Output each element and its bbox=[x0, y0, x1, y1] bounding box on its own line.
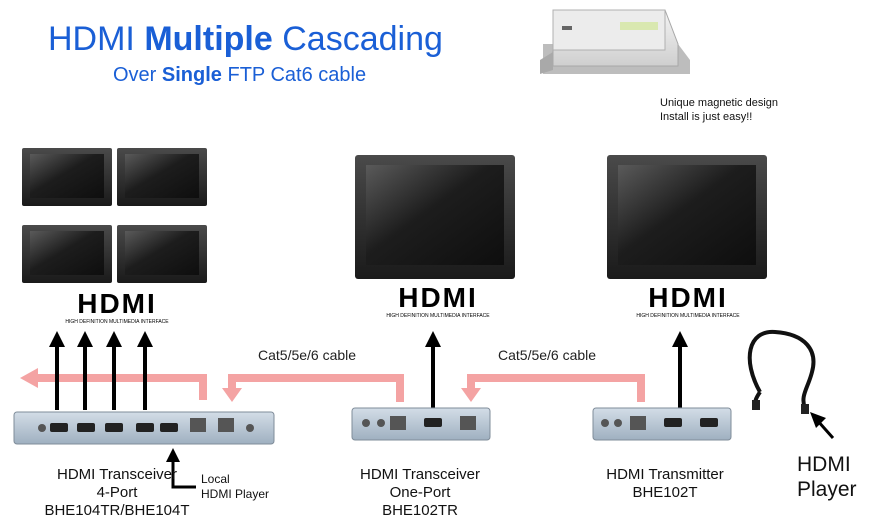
hdmi-cable-icon bbox=[747, 329, 816, 409]
hdmi-logo-icon: HDMI HIGH DEFINITION MULTIMEDIA INTERFAC… bbox=[636, 282, 740, 319]
cable-arrowhead bbox=[222, 388, 242, 402]
subtitle-bold: Single bbox=[161, 64, 222, 86]
magnetic-note-line-1: Unique magnetic design bbox=[660, 97, 779, 109]
hdmi-logo-icon: HDMI HIGH DEFINITION MULTIMEDIA INTERFAC… bbox=[65, 288, 169, 325]
device-label-4port: HDMI Transceiver 4-Port BHE104TR/BHE104T bbox=[22, 466, 212, 520]
cable-arrowhead bbox=[461, 388, 481, 402]
hdmi-player-line-1: HDMI bbox=[797, 453, 851, 476]
local-player-line-1: Local bbox=[201, 472, 230, 486]
hdmi-logo-tagline: HIGH DEFINITION MULTIMEDIA INTERFACE bbox=[65, 319, 169, 325]
cable-arrowhead bbox=[20, 368, 38, 388]
cable-arrow bbox=[36, 374, 207, 400]
local-player-line-2: HDMI Player bbox=[201, 487, 270, 501]
device-transmitter-model: BHE102T bbox=[632, 484, 698, 501]
magnetic-box-icon bbox=[540, 9, 690, 74]
cable-label-right: Cat5/5e/6 cable bbox=[498, 347, 597, 363]
hdmi-logo-tagline: HIGH DEFINITION MULTIMEDIA INTERFACE bbox=[386, 313, 490, 319]
hdmi-logo-word: HDMI bbox=[648, 282, 728, 313]
device-4port-ports: 4-Port bbox=[96, 484, 138, 501]
cable-arrow bbox=[228, 374, 404, 402]
magnetic-note: Unique magnetic design Install is just e… bbox=[660, 96, 778, 124]
device-oneport-transceiver bbox=[351, 407, 491, 441]
tv-screen-icon bbox=[22, 148, 207, 283]
title-bold: Multiple bbox=[144, 20, 273, 58]
hdmi-logo-word: HDMI bbox=[77, 288, 157, 319]
hdmi-player-label: HDMI Player bbox=[797, 452, 857, 502]
device-label-transmitter: HDMI Transmitter BHE102T bbox=[590, 466, 740, 502]
magnetic-note-line-2: Install is just easy!! bbox=[660, 111, 753, 123]
cable-arrow bbox=[467, 374, 645, 402]
hdmi-output-arrow bbox=[55, 345, 682, 410]
device-transmitter-name: HDMI Transmitter bbox=[606, 466, 724, 483]
device-oneport-model: BHE102TR bbox=[382, 502, 458, 519]
hdmi-cable-connector bbox=[801, 404, 809, 414]
hdmi-output-arrowhead bbox=[49, 331, 688, 347]
tv-screen-icon bbox=[355, 155, 515, 279]
device-oneport-name: HDMI Transceiver bbox=[359, 466, 481, 483]
subtitle-part-1: Over bbox=[113, 64, 157, 86]
title-part-1: HDMI bbox=[48, 20, 135, 58]
hdmi-player-line-2: Player bbox=[797, 478, 857, 501]
device-label-oneport: HDMI Transceiver One-Port BHE102TR bbox=[340, 466, 500, 520]
subtitle-part-2: FTP Cat6 cable bbox=[227, 64, 367, 86]
page-subtitle: Over Single FTP Cat6 cable bbox=[113, 64, 366, 87]
device-transmitter bbox=[592, 407, 732, 441]
device-4port-transceiver bbox=[13, 411, 275, 445]
device-oneport-ports: One-Port bbox=[389, 484, 451, 501]
hdmi-logo-icon: HDMI HIGH DEFINITION MULTIMEDIA INTERFAC… bbox=[386, 282, 490, 319]
page-title: HDMI Multiple Cascading bbox=[48, 20, 443, 59]
local-input-arrow bbox=[166, 448, 196, 489]
player-pointer-arrow bbox=[810, 412, 835, 439]
tv-screen-icon bbox=[607, 155, 767, 279]
hdmi-cable-connector bbox=[752, 400, 760, 410]
hdmi-logo-tagline: HIGH DEFINITION MULTIMEDIA INTERFACE bbox=[636, 313, 740, 319]
device-4port-name: HDMI Transceiver bbox=[56, 466, 178, 483]
hdmi-logo-word: HDMI bbox=[398, 282, 478, 313]
device-4port-model: BHE104TR/BHE104T bbox=[44, 502, 190, 519]
local-player-label: Local HDMI Player bbox=[201, 472, 269, 502]
title-part-2: Cascading bbox=[282, 20, 443, 58]
cable-label-left: Cat5/5e/6 cable bbox=[258, 347, 357, 363]
